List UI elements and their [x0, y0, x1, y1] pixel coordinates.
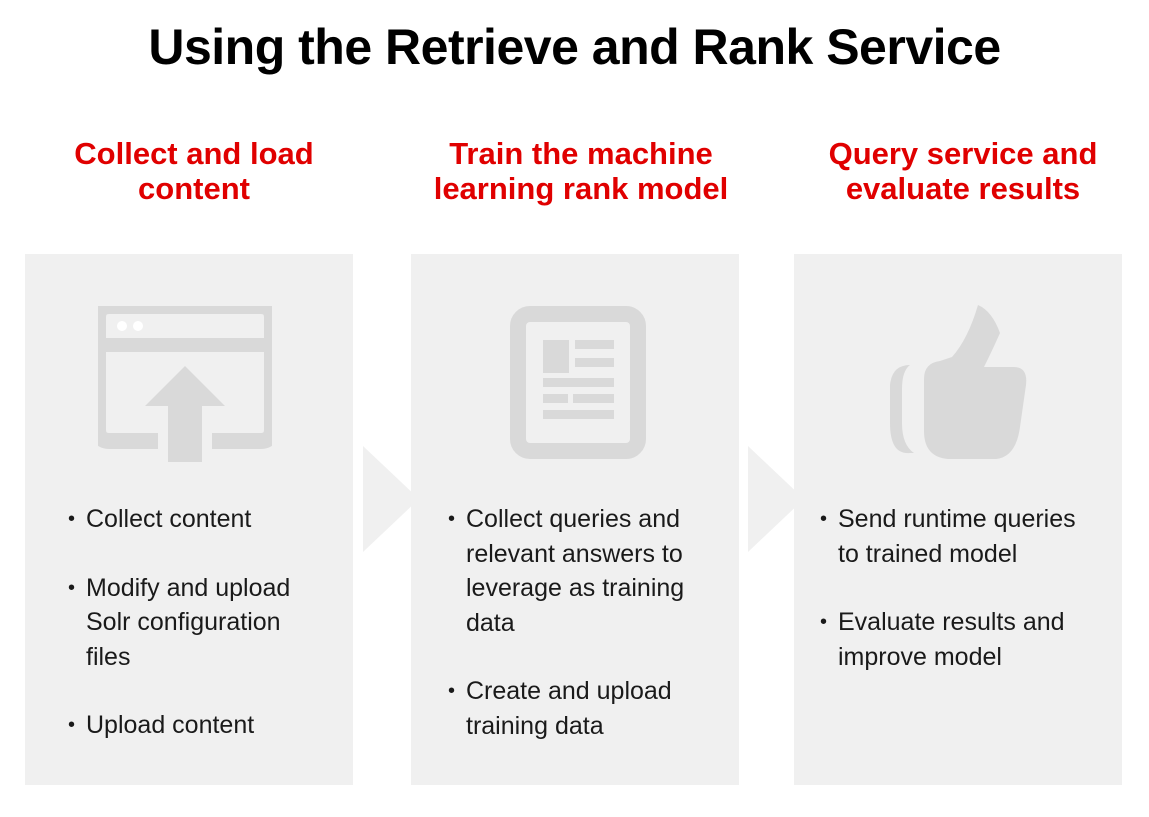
step-1-bullets: Collect content Modify and upload Solr c…	[68, 502, 328, 777]
step-2-heading: Train the machine learning rank model	[433, 136, 729, 206]
step-3-bullet: Send runtime queries to trained model	[820, 502, 1090, 571]
step-3-bullets: Send runtime queries to trained model Ev…	[820, 502, 1090, 708]
step-3-bullet: Evaluate results and improve model	[820, 605, 1090, 674]
browser-upload-icon	[98, 306, 272, 462]
thumbs-up-icon	[890, 305, 1027, 459]
step-2-bullet: Create and upload training data	[448, 674, 718, 743]
step-1-bullet: Upload content	[68, 708, 328, 743]
page-title: Using the Retrieve and Rank Service	[148, 19, 1001, 75]
step-3-heading: Query service and evaluate results	[828, 136, 1098, 206]
step-1-bullet: Collect content	[68, 502, 328, 537]
step-1-heading: Collect and load content	[74, 136, 314, 206]
step-arrow-2	[748, 446, 804, 552]
step-2-bullets: Collect queries and relevant answers to …	[448, 502, 718, 777]
step-2-bullet: Collect queries and relevant answers to …	[448, 502, 718, 640]
step-arrow-1	[363, 446, 419, 552]
step-1-bullet: Modify and upload Solr configuration fil…	[68, 571, 328, 675]
document-icon	[510, 306, 646, 459]
